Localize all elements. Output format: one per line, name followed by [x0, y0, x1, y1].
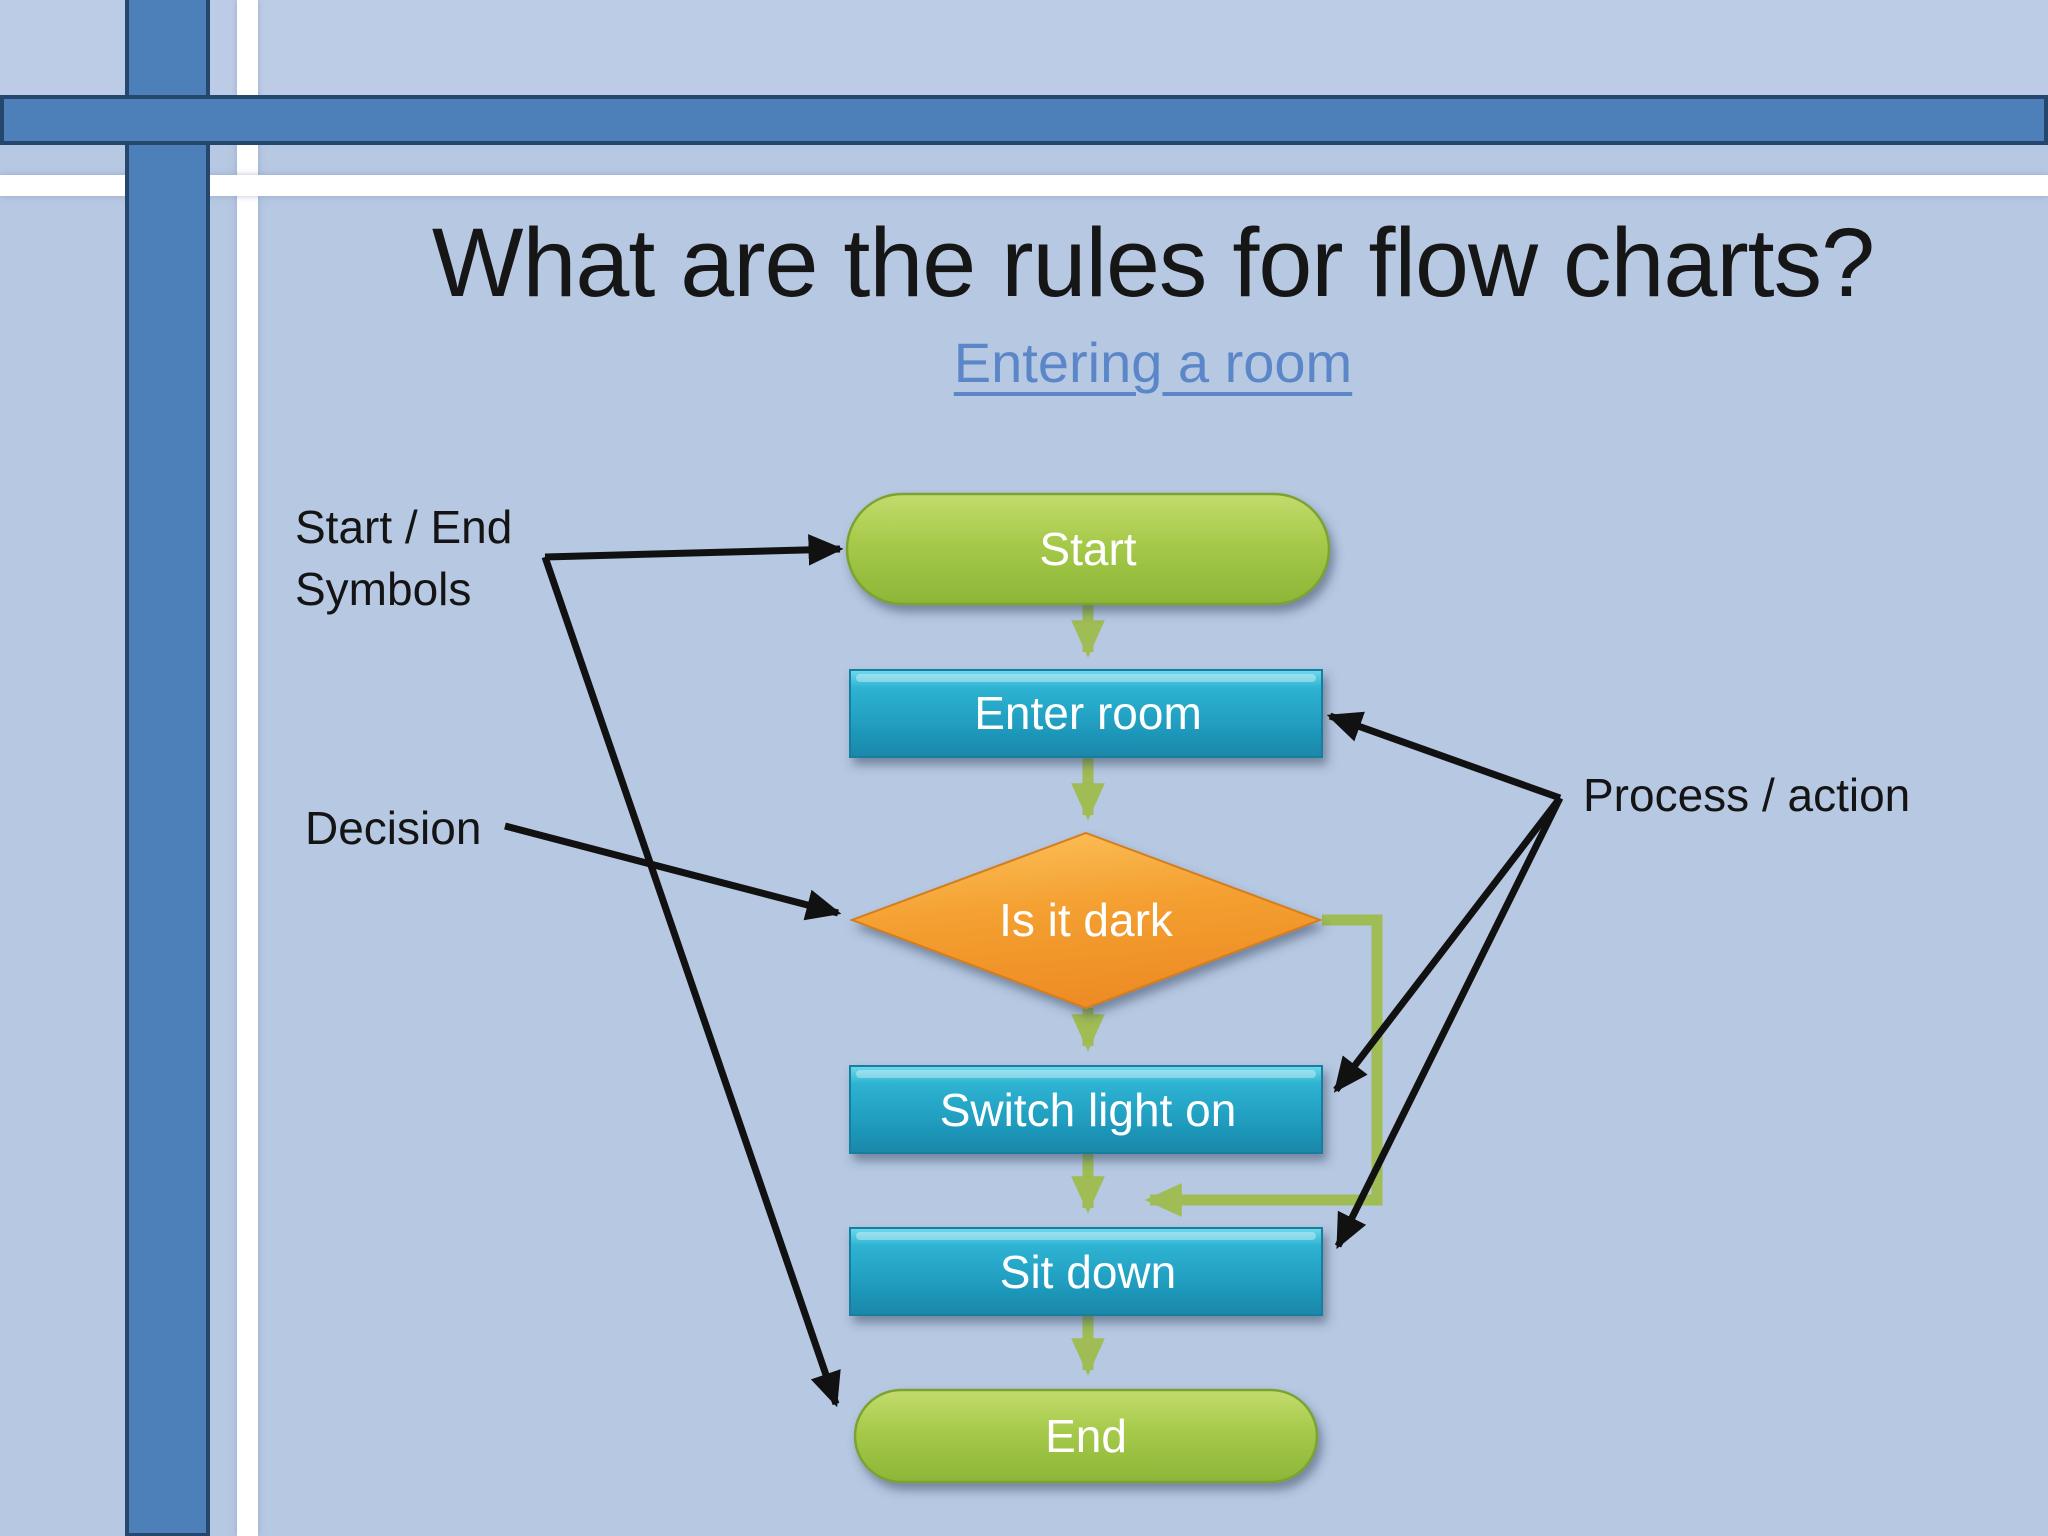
arrow-startend-to-end: [541, 555, 841, 1408]
horizontal-blue-bar: [0, 95, 2048, 145]
subtitle-link[interactable]: Entering a room: [953, 331, 1353, 394]
callout-decision: Decision: [305, 802, 482, 854]
callout-process-action: Process / action: [1583, 769, 1911, 821]
vertical-white-guide: [237, 0, 258, 1536]
node-is-it-dark-decision: [849, 831, 1323, 1010]
arrow-process-to-switchlight: [1333, 795, 1563, 1093]
node-label-switch-light-on: Switch light on: [940, 1084, 1237, 1136]
node-label-start: Start: [1039, 523, 1136, 575]
arrow-process-to-enterroom: [1326, 711, 1562, 802]
node-start-terminator: [845, 492, 1331, 606]
flow-connectors: [1071, 604, 1383, 1376]
node-switch-light-on-process: [849, 1065, 1323, 1154]
top-band: [0, 0, 2048, 95]
page-title: What are the rules for flow charts?: [431, 208, 1875, 317]
arrow-decision-to-diamond: [504, 822, 842, 921]
vertical-blue-bar: [125, 0, 210, 1536]
box-highlights: [856, 674, 1316, 1240]
node-label-enter-room: Enter room: [974, 687, 1202, 739]
callout-start-end-symbols: Start / End Symbols: [295, 501, 513, 615]
node-label-is-it-dark: Is it dark: [999, 894, 1174, 946]
node-end-terminator: [853, 1388, 1319, 1484]
horizontal-white-guide: [0, 175, 2048, 196]
edge-bypass-dark-no: [1144, 914, 1383, 1217]
annotation-arrows: [504, 534, 1564, 1408]
arrow-startend-to-start: [544, 534, 844, 566]
node-label-end: End: [1045, 1410, 1127, 1462]
arrow-process-to-sitdown: [1334, 796, 1564, 1250]
node-enter-room-process: [849, 669, 1323, 758]
node-sit-down-process: [849, 1227, 1323, 1316]
node-label-sit-down: Sit down: [1000, 1246, 1176, 1298]
